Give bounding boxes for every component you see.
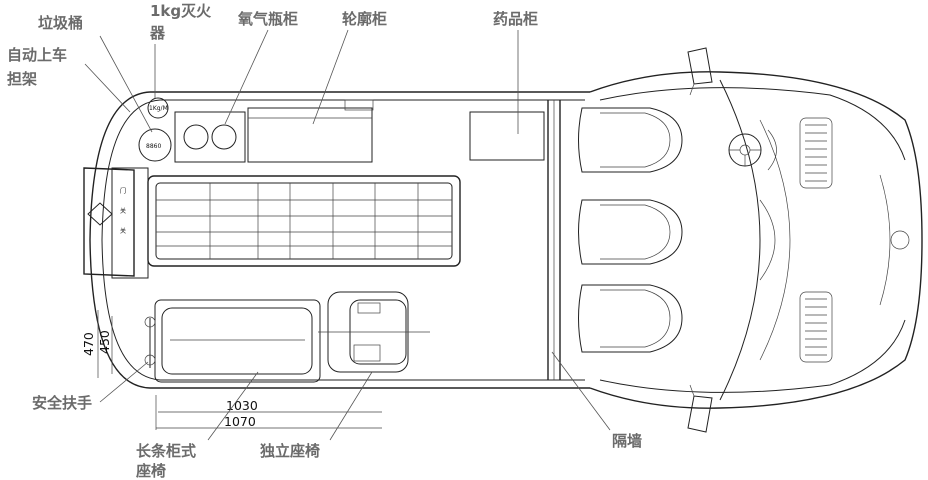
auto-loading-stretcher: 门 关 关: [83, 167, 461, 279]
label-stretcher-line1: 自动上车: [7, 46, 67, 64]
dimension-lines: [97, 310, 382, 430]
stretcher-tag-3: 关: [120, 227, 126, 235]
front-grille-upper: [799, 117, 833, 189]
label-trash-bin: 垃圾桶: [38, 14, 83, 32]
label-stretcher-line2: 担架: [7, 70, 37, 88]
stretcher-tag-1: 门: [120, 187, 126, 195]
dimension-1070: 1070: [224, 414, 256, 429]
label-handrail: 安全扶手: [32, 394, 92, 412]
dimension-1030: 1030: [226, 398, 258, 413]
label-bench-line1: 长条柜式: [136, 442, 196, 460]
oxygen-cabinet: [174, 111, 246, 163]
label-extinguisher-line1: 1kg灭火: [150, 2, 212, 20]
steering-wheel: [728, 133, 762, 167]
label-partition: 隔墙: [612, 432, 642, 450]
cab-seat-passenger: [578, 284, 683, 353]
dimension-450: 450: [97, 330, 112, 354]
partition-wall: [547, 100, 561, 380]
label-oxygen-cabinet: 氧气瓶柜: [237, 10, 298, 28]
label-single-seat: 独立座椅: [260, 442, 320, 460]
vehicle-body-outline: [89, 47, 923, 433]
single-seat: [318, 291, 430, 373]
stretcher-tag-2: 关: [120, 207, 126, 215]
bin-tag: 8860: [146, 143, 161, 150]
leader-lines: [84, 29, 611, 441]
extinguisher-tag: 1Kg/M: [149, 105, 168, 112]
bench-seat: [154, 299, 321, 383]
front-grille-lower: [799, 291, 833, 363]
cab-seat-middle: [578, 199, 683, 265]
label-bench-line2: 座椅: [135, 462, 166, 480]
label-extinguisher-line2: 器: [149, 24, 166, 42]
dimension-470: 470: [81, 332, 96, 356]
safety-handrail: [144, 316, 156, 368]
fire-extinguisher: 1Kg/M: [147, 97, 169, 119]
trash-bin: 8860: [138, 128, 172, 162]
side-mirror-left: [687, 47, 713, 96]
medicine-cabinet: [469, 111, 545, 161]
label-wheel-cabinet: 轮廓柜: [342, 10, 387, 28]
label-medicine-cabinet: 药品柜: [493, 10, 538, 28]
cab-seat-driver: [578, 107, 683, 173]
side-mirror-right: [687, 384, 713, 433]
wheel-cabinet: [247, 99, 374, 163]
